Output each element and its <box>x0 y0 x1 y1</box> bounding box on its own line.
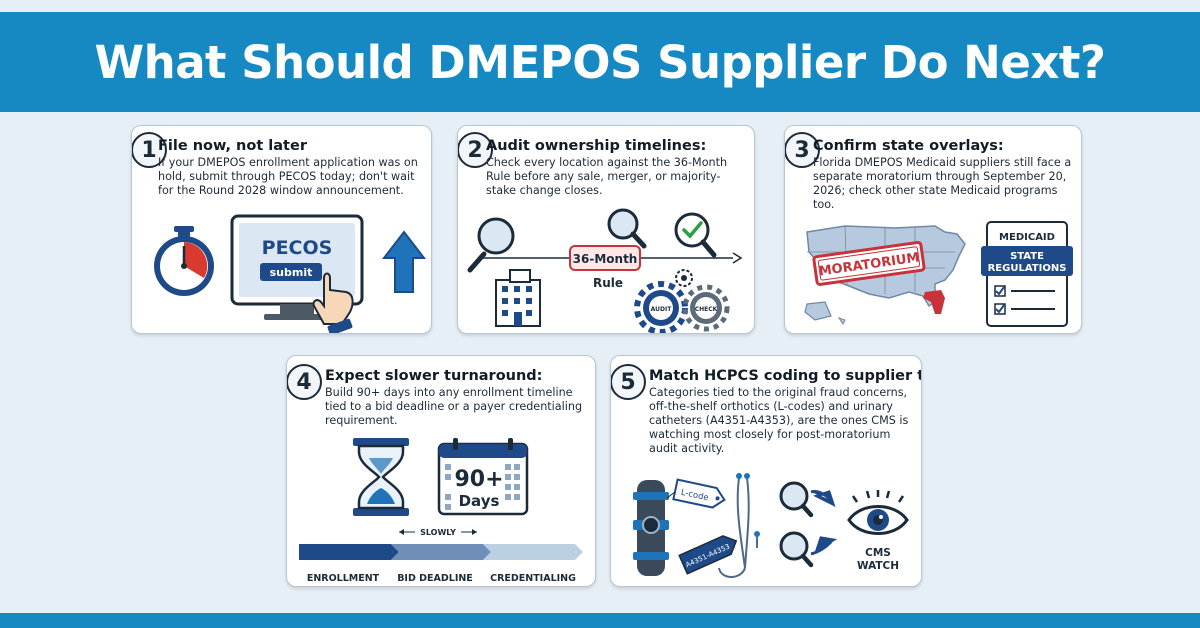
doc-title: MEDICAID <box>999 232 1055 243</box>
arrow-right-icon <box>810 490 836 507</box>
card-5-illustration: L-code A4351-A4353 <box>633 473 909 578</box>
doc-banner-line2: REGULATIONS <box>988 263 1067 274</box>
card-1-illustration: PECOS submit <box>154 214 427 333</box>
magnifier-icon <box>779 531 814 568</box>
card-state-overlays: 3 Confirm state overlays: Florida DMEPOS… <box>784 125 1082 334</box>
building-icon <box>495 269 541 327</box>
page-title: What Should DMEPOS Supplier Do Next? <box>94 35 1106 89</box>
catheter-tag: A4351-A4353 <box>678 535 738 575</box>
card-file-now: 1 File now, not later If your DMEPOS enr… <box>131 125 432 334</box>
stage-label: ENROLLMENT <box>307 573 380 584</box>
pecos-screen-title: PECOS <box>262 237 333 259</box>
stopwatch-icon <box>154 226 214 296</box>
card-body: Categories tied to the original fraud co… <box>649 386 909 455</box>
card-3-illustration: MORATORIUM MEDICAID STATE REGULATIONS <box>804 221 1073 327</box>
step-number-2: 2 <box>458 132 493 168</box>
card-title: File now, not later <box>158 138 307 154</box>
small-gear-icon <box>675 269 693 287</box>
florida-shape <box>923 290 945 314</box>
card-body: Florida DMEPOS Medicaid suppliers still … <box>813 156 1072 211</box>
eye-icon <box>847 490 909 535</box>
stage-bid-deadline-arrow <box>391 544 491 560</box>
magnifier-icon <box>607 208 647 249</box>
card-body: Check every location against the 36-Mont… <box>486 156 728 197</box>
hourglass-icon <box>353 438 409 516</box>
magnifier-icon <box>467 217 515 273</box>
gear-label: AUDIT <box>651 306 673 313</box>
catheter-icon <box>718 473 760 578</box>
step-number-5: 5 <box>611 364 646 400</box>
footer-bar <box>0 613 1200 628</box>
card-body: Build 90+ days into any enrollment timel… <box>325 386 583 427</box>
days-value: 90+ <box>454 467 503 492</box>
pointing-hand-icon <box>312 272 354 333</box>
card-2-illustration: 36-Month Rule AUDIT CHECK <box>467 208 743 333</box>
step-number-3: 3 <box>785 132 820 168</box>
stage-credentialing-arrow <box>483 544 583 560</box>
stage-enrollment-arrow <box>299 544 399 560</box>
arrow-right-icon <box>810 536 838 556</box>
card-4-illustration: 90+ Days SLOWLY ENROLLMENT BID DEADLINE … <box>299 438 583 584</box>
medicaid-document-icon: MEDICAID STATE REGULATIONS <box>981 221 1073 327</box>
check-gear-icon: CHECK <box>682 284 730 332</box>
doc-banner-line1: STATE <box>1010 251 1044 262</box>
step-number-4: 4 <box>287 364 322 400</box>
card-title: Expect slower turnaround: <box>325 368 543 384</box>
submit-screen-button: submit <box>270 266 313 279</box>
card-hcpcs-coding: 5 Match HCPCS coding to supplier type. C… <box>610 355 922 587</box>
card-body: If your DMEPOS enrollment application wa… <box>158 156 418 197</box>
magnifier-icon <box>779 481 814 518</box>
card-title: Confirm state overlays: <box>813 138 1004 154</box>
up-arrow-icon <box>381 230 427 293</box>
knee-brace-icon <box>633 480 669 576</box>
cms-watch-line2: WATCH <box>857 560 899 572</box>
audit-gear-icon: AUDIT <box>634 281 688 333</box>
step-number-1: 1 <box>132 132 167 168</box>
slowly-label: SLOWLY <box>420 528 456 537</box>
card-title: Audit ownership timelines: <box>486 138 707 154</box>
days-label: Days <box>459 492 500 510</box>
card-title: Match HCPCS coding to supplier type. <box>649 368 921 384</box>
gear-label: CHECK <box>695 306 718 313</box>
title-banner: What Should DMEPOS Supplier Do Next? <box>0 12 1200 112</box>
check-magnifier-icon <box>674 212 717 258</box>
card-slower-turnaround: 4 Expect slower turnaround: Build 90+ da… <box>286 355 596 587</box>
rule-label: Rule <box>593 276 623 290</box>
calendar-icon: 90+ Days <box>437 438 529 516</box>
card-audit-ownership: 2 Audit ownership timelines: Check every… <box>457 125 755 334</box>
stage-label: CREDENTIALING <box>490 573 576 584</box>
stage-label: BID DEADLINE <box>397 573 473 584</box>
lcode-tag: L-code <box>672 478 726 509</box>
cms-watch-line1: CMS <box>865 547 891 559</box>
timeline-label: 36-Month <box>573 252 638 266</box>
